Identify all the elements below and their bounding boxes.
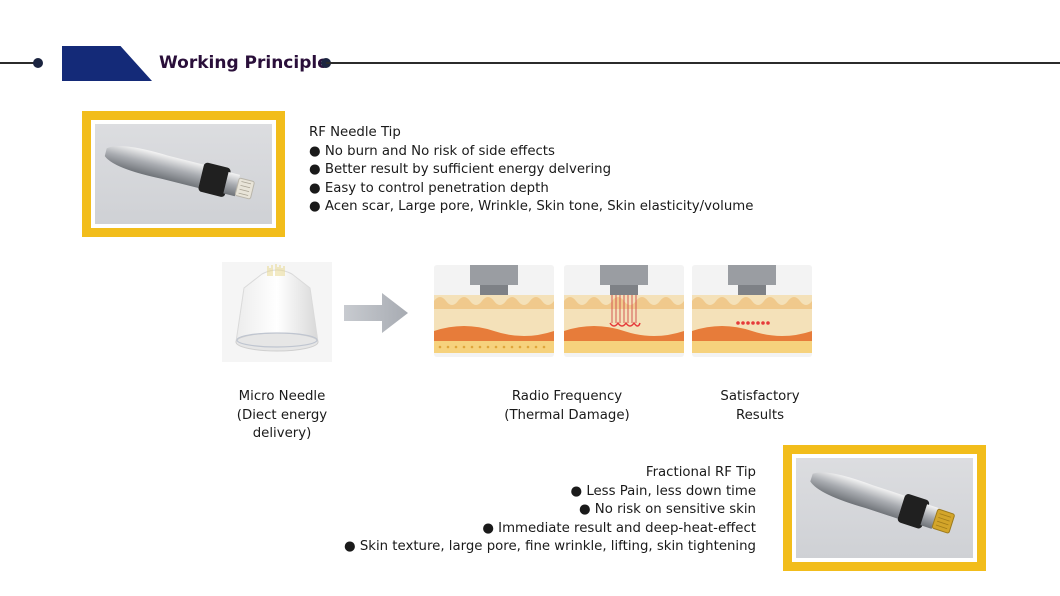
fractional-rf-tip-bullet: ● No risk on sensitive skin	[578, 502, 756, 518]
header-line-right	[326, 62, 1060, 64]
header-accent-block	[62, 46, 152, 81]
rf-needle-handpiece-image	[104, 146, 255, 200]
rf-needle-tip-photo	[82, 111, 285, 237]
skin-diagram-radio-frequency	[564, 265, 684, 357]
caption-micro-needle: Micro Needle (Diect energy delivery)	[236, 389, 328, 442]
skin-diagram-before	[434, 265, 554, 357]
rf-needle-tip-bullet: ● Acen scar, Large pore, Wrinkle, Skin t…	[309, 199, 754, 215]
fractional-rf-tip-bullet: ● Less Pain, less down time	[570, 483, 756, 499]
rf-needle-tip-text: RF Needle Tip ● No burn and No risk of s…	[309, 124, 753, 217]
rf-needle-tip-title: RF Needle Tip	[309, 125, 401, 140]
fractional-rf-tip-bullet: ● Skin texture, large pore, fine wrinkle…	[343, 539, 756, 555]
arrow-right-icon	[344, 293, 408, 333]
fractional-rf-handpiece-image	[810, 472, 955, 534]
fractional-rf-tip-bullet: ● Immediate result and deep-heat-effect	[482, 520, 756, 536]
fractional-rf-tip-title: Fractional RF Tip	[645, 465, 756, 480]
header-line-left	[0, 62, 38, 64]
caption-radio-frequency: Radio Frequency (Thermal Damage)	[504, 389, 630, 423]
header-dot-left	[33, 58, 43, 68]
caption-satisfactory-results: Satisfactory Results	[720, 389, 800, 423]
rf-needle-tip-bullet: ● Better result by sufficient energy del…	[309, 162, 612, 178]
rf-needle-tip-bullet: ● Easy to control penetration depth	[309, 180, 549, 196]
fractional-rf-tip-text: Fractional RF Tip ● Less Pain, less down…	[340, 464, 756, 557]
rf-needle-tip-bullet: ● No burn and No risk of side effects	[309, 143, 555, 159]
micro-needle-cartridge-image	[222, 262, 332, 362]
fractional-rf-tip-photo	[783, 445, 986, 571]
page-title: Working Principle	[159, 53, 329, 73]
skin-diagram-results	[692, 265, 812, 357]
